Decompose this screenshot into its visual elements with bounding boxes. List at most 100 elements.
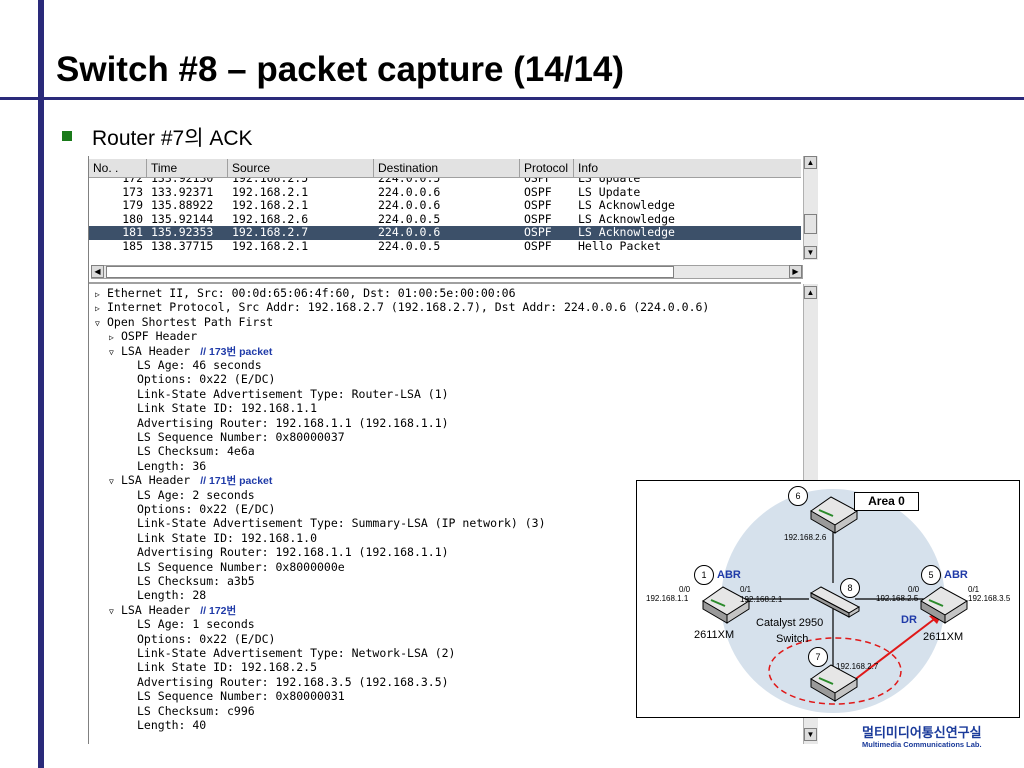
network-diagram-graphic [702,489,968,713]
packet-source: 192.168.2.1 [232,239,309,253]
detail-line-text: LS Checksum: 4e6a [137,444,255,459]
node-1-if-left: 0/0 [679,585,691,594]
lab-logo-korean: 멀티미디어통신연구실 [862,725,982,740]
packet-source: 192.168.2.7 [232,226,309,240]
scroll-down-button[interactable]: ▼ [804,246,817,259]
detail-line-text: LS Age: 1 seconds [137,617,255,632]
packet-number: 173 [122,185,143,199]
detail-line-text: Options: 0x22 (E/DC) [137,502,276,516]
node-5-number: 5 [921,565,941,585]
detail-line-text: Internet Protocol, Src Addr: 192.168.2.7… [107,300,710,315]
detail-line: Advertising Router: 192.168.1.1 (192.168… [137,545,449,559]
detail-line: Link-State Advertisement Type: Summary-L… [137,516,546,530]
detail-line[interactable]: ▷ OSPF Header [109,329,197,343]
detail-line-text: Length: 40 [137,718,207,732]
node-5-model: 2611XM [923,631,964,643]
detail-line[interactable]: ▽LSA Header// 173번 packet [109,344,272,358]
detail-line-text: Link-State Advertisement Type: Summary-L… [137,516,546,531]
detail-scroll-down-button[interactable]: ▼ [804,728,817,741]
scroll-thumb[interactable] [804,214,817,234]
packet-destination: 224.0.0.5 [378,212,441,226]
expand-triangle-open-icon[interactable]: ▽ [109,477,114,487]
column-header-destination[interactable]: Destination [374,159,520,177]
router-7-icon [810,664,858,702]
detail-line-text: Advertising Router: 192.168.3.5 (192.168… [137,674,449,689]
column-header-source[interactable]: Source [228,159,374,177]
scroll-right-button[interactable]: ▶ [789,265,802,278]
detail-line-text: Length: 36 [137,458,207,473]
packet-list-scrollbar[interactable]: ▲ ▼ [803,156,818,260]
horizontal-scroll-thumb[interactable] [106,266,674,278]
detail-line-text: LS Checksum: c996 [137,703,255,718]
detail-line-text: Link State ID: 192.168.1.0 [137,530,318,545]
expand-triangle-open-icon[interactable]: ▽ [109,347,114,357]
column-header-info[interactable]: Info [578,161,599,175]
network-diagram: Area 0 6 192.168.2.6 1 ABR 0/0 192.168.1… [636,480,1020,718]
column-header-protocol[interactable]: Protocol [520,159,574,177]
node-1-number: 1 [694,565,714,585]
packet-source: 192.168.2.6 [232,212,309,226]
router-6-icon [810,496,858,534]
detail-line[interactable]: ▽LSA Header// 172번 [109,603,236,617]
detail-line[interactable]: ▽LSA Header// 171번 packet [109,473,272,487]
detail-line-text: Link-State Advertisement Type: Router-LS… [137,386,449,401]
detail-line: LS Checksum: a3b5 [137,574,255,588]
packet-protocol: OSPF [524,199,552,213]
detail-line[interactable]: ▽ Open Shortest Path First [95,315,273,329]
detail-line: LS Checksum: c996 [137,704,255,718]
detail-line: Link State ID: 192.168.2.5 [137,660,317,674]
detail-scroll-up-button[interactable]: ▲ [804,286,817,299]
detail-line-text: Open Shortest Path First [107,314,274,329]
detail-line-text: OSPF Header [121,329,198,344]
packet-protocol: OSPF [524,239,552,253]
detail-line: Options: 0x22 (E/DC) [137,372,275,386]
packet-protocol: OSPF [524,212,552,226]
detail-line: Link-State Advertisement Type: Network-L… [137,646,456,660]
detail-line: Length: 40 [137,718,206,732]
detail-line[interactable]: ▷Ethernet II, Src: 00:0d:65:06:4f:60, Ds… [95,286,516,300]
packet-info: LS Update [578,178,641,185]
expand-triangle-open-icon[interactable]: ▽ [109,606,114,616]
area-label: Area 0 [854,492,919,511]
node-6-number: 6 [788,486,808,506]
annotation-note: // 172번 [200,604,237,617]
detail-line-text: Advertising Router: 192.168.1.1 (192.168… [137,545,449,560]
packet-time: 135.92144 [151,212,214,226]
expand-triangle-closed-icon[interactable]: ▷ [95,290,100,299]
packet-destination: 224.0.0.5 [378,178,441,185]
packet-number: 185 [122,239,143,253]
detail-line-text: LS Sequence Number: 0x80000031 [137,689,345,704]
detail-line: LS Sequence Number: 0x8000000e [137,560,345,574]
detail-line-text: LS Sequence Number: 0x8000000e [137,559,345,574]
column-header-time[interactable]: Time [147,159,228,177]
node-5-if-left: 0/0 [908,585,920,594]
packet-time: 135.92353 [151,226,214,240]
column-header-no[interactable]: No. . [89,159,147,177]
packet-info: LS Acknowledge [578,226,675,240]
router-7-highlight [768,637,902,705]
detail-line: Advertising Router: 192.168.3.5 (192.168… [137,675,449,689]
expand-triangle-closed-icon[interactable]: ▷ [95,304,100,314]
expand-triangle-closed-icon[interactable]: ▷ [109,333,114,343]
detail-line[interactable]: ▷ Internet Protocol, Src Addr: 192.168.2.… [95,300,709,314]
detail-line-text: Advertising Router: 192.168.1.1 (192.168… [137,415,449,430]
node-8-name-line1: Catalyst 2950 [756,617,824,629]
detail-line-text: Options: 0x22 (E/DC) [137,372,276,387]
expand-triangle-open-icon[interactable]: ▽ [95,318,100,328]
packet-number: 172 [122,178,143,185]
packet-number: 181 [122,226,143,240]
switch-8-icon [809,586,861,618]
scroll-left-button[interactable]: ◀ [91,265,104,278]
packet-protocol: OSPF [524,178,552,185]
detail-line-text: LSA Header [121,473,191,488]
node-1-model: 2611XM [694,629,735,641]
scroll-up-button[interactable]: ▲ [804,156,817,169]
horizontal-scrollbar[interactable]: ◀ ▶ [91,265,803,279]
title-underline [0,97,1024,100]
